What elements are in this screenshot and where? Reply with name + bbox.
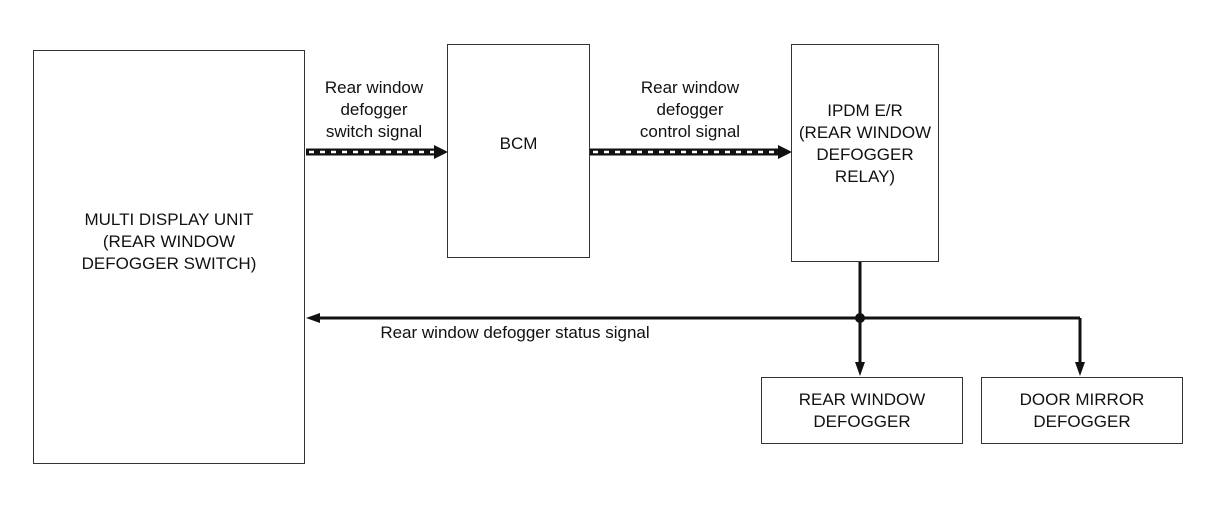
ipdm-label: IPDM E/R (REAR WINDOW DEFOGGER RELAY) — [798, 101, 932, 186]
status-signal-arrowhead — [306, 313, 320, 323]
switch-signal-label: Rear window defogger switch signal — [324, 78, 424, 141]
control-signal-line — [590, 145, 792, 159]
rear-window-defogger-label: REAR WINDOW DEFOGGER — [798, 389, 926, 431]
multi-display-unit-block: MULTI DISPLAY UNIT (REAR WINDOW DEFOGGER… — [33, 50, 305, 464]
bcm-block: BCM — [447, 44, 590, 258]
multi-display-unit-label: MULTI DISPLAY UNIT (REAR WINDOW DEFOGGER… — [81, 210, 257, 273]
switch-signal-line — [306, 145, 448, 159]
ipdm-block: IPDM E/R (REAR WINDOW DEFOGGER RELAY) — [791, 44, 939, 262]
door-mirror-defogger-block: DOOR MIRROR DEFOGGER — [981, 377, 1183, 444]
control-signal-arrowhead — [778, 145, 792, 159]
rear-window-defogger-arrowhead — [855, 362, 865, 376]
door-mirror-defogger-label: DOOR MIRROR DEFOGGER — [1019, 389, 1145, 431]
status-signal-label: Rear window defogger status signal — [380, 323, 650, 342]
door-mirror-defogger-arrowhead — [1075, 362, 1085, 376]
rear-window-defogger-block: REAR WINDOW DEFOGGER — [761, 377, 963, 444]
bcm-label: BCM — [499, 134, 538, 153]
switch-signal-arrowhead — [434, 145, 448, 159]
control-signal-label: Rear window defogger control signal — [639, 78, 741, 141]
